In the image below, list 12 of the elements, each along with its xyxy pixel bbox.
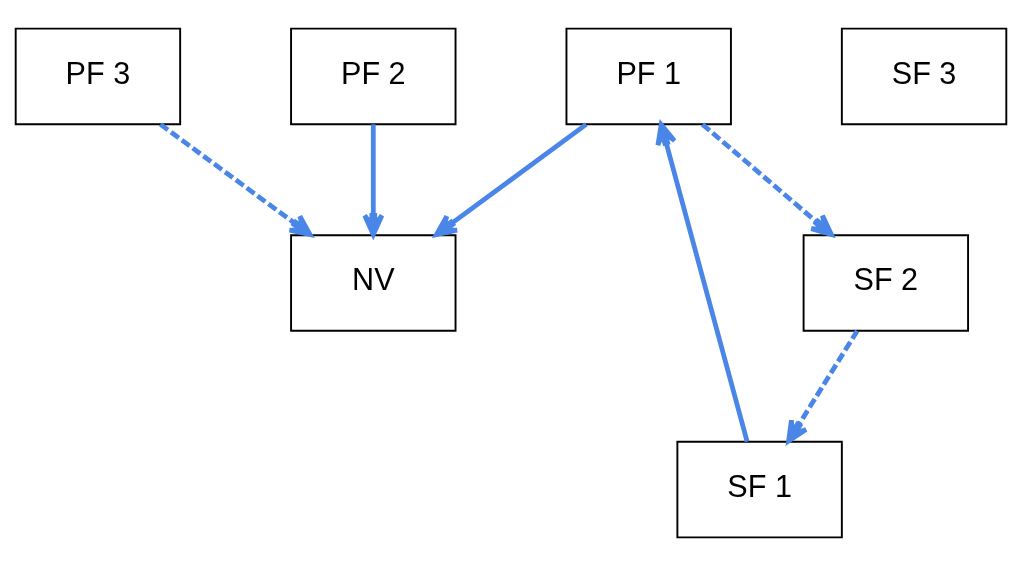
- node-box: PF 1: [565, 27, 732, 125]
- node-box: PF 3: [14, 27, 182, 125]
- node-box: PF 2: [290, 27, 457, 125]
- arrow: [434, 121, 588, 237]
- node-box: SF 2: [802, 233, 970, 332]
- node-box: NV: [290, 233, 457, 332]
- node-box: SF 3: [840, 27, 1008, 125]
- node-box: SF 1: [676, 440, 843, 538]
- arrow: [159, 121, 313, 237]
- arrow: [655, 121, 750, 442]
- arrow: [700, 122, 834, 237]
- arrow: [786, 329, 860, 443]
